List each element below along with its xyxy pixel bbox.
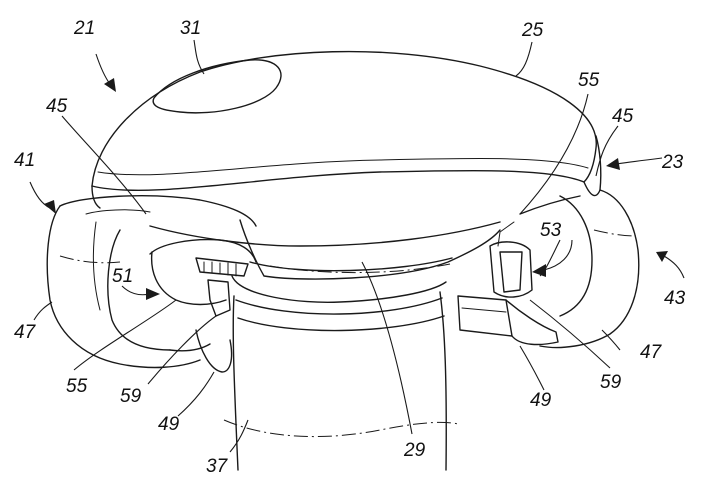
label-47-left: 47	[14, 322, 37, 343]
label-45-right: 45	[612, 106, 634, 127]
label-55-top: 55	[578, 70, 600, 91]
label-37: 37	[206, 456, 229, 477]
label-31: 31	[180, 18, 201, 39]
label-45-left: 45	[46, 96, 68, 117]
label-51: 51	[112, 266, 133, 287]
label-21: 21	[73, 18, 95, 39]
leader-lines	[33, 39, 621, 453]
jar-lid	[231, 257, 453, 303]
jar-body	[223, 291, 459, 471]
label-41: 41	[14, 150, 35, 171]
label-49-left: 49	[158, 414, 180, 435]
label-55-bottom: 55	[66, 376, 88, 397]
label-53: 53	[540, 220, 562, 241]
label-59-right: 59	[600, 372, 622, 393]
right-handle	[497, 189, 640, 349]
label-25: 25	[521, 20, 544, 41]
label-47-right: 47	[640, 342, 663, 363]
label-49-right: 49	[530, 390, 552, 411]
reference-arrows	[29, 53, 685, 300]
label-23: 23	[661, 152, 684, 173]
opener-housing	[91, 50, 602, 280]
reference-numerals: 21 31 25 45 55 45 41 23 53 51 47 43 47 5…	[14, 18, 686, 477]
release-button	[152, 59, 282, 114]
label-43: 43	[664, 288, 686, 309]
right-gripper	[457, 241, 559, 346]
label-59-left: 59	[120, 386, 142, 407]
label-29: 29	[403, 440, 426, 461]
